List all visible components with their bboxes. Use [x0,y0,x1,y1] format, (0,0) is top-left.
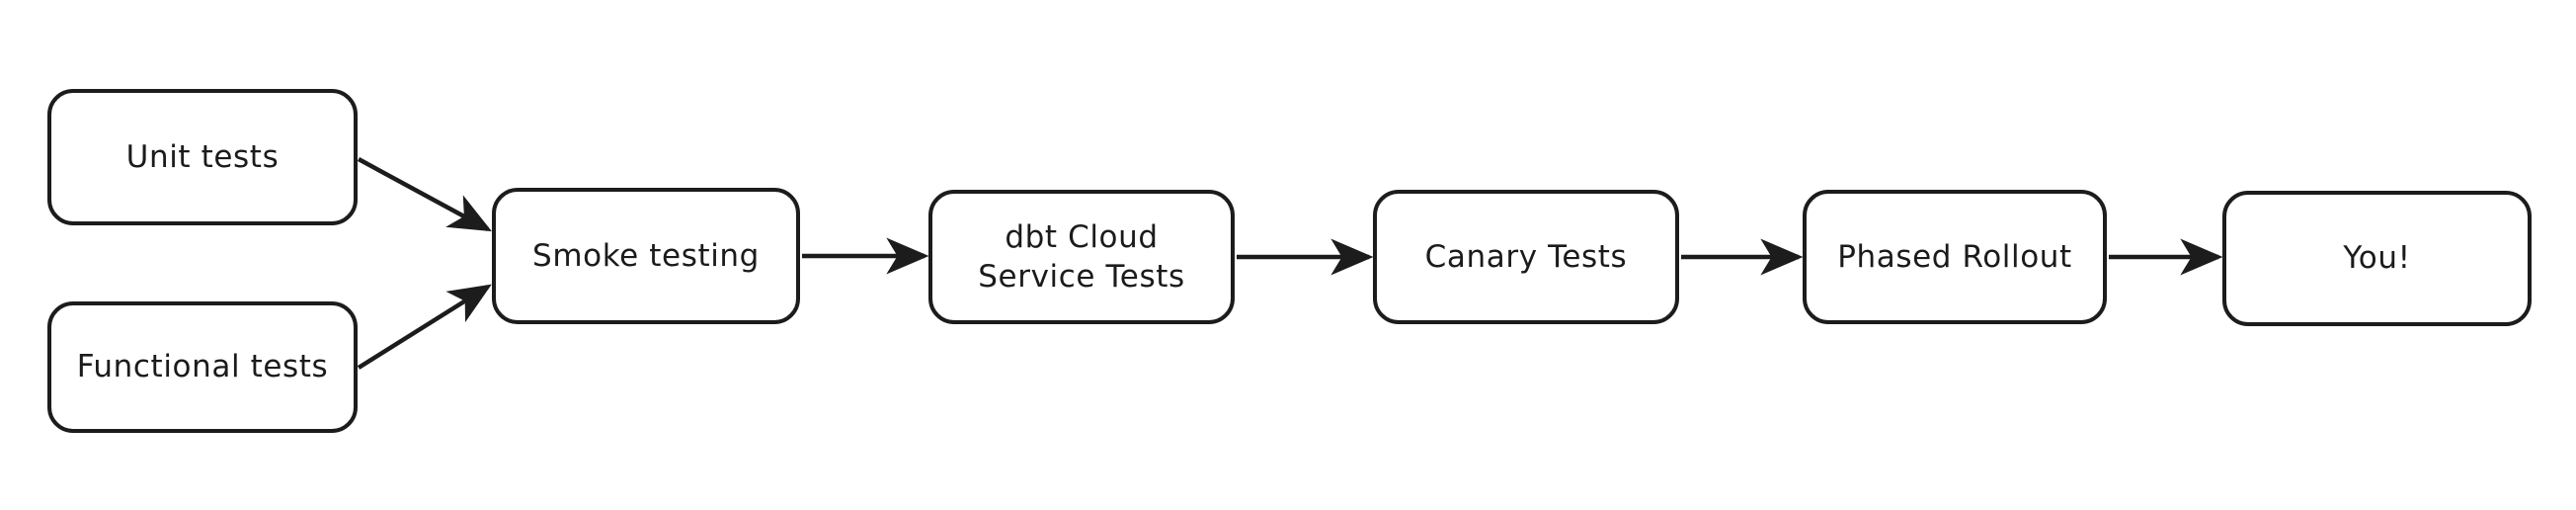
node-dbt-cloud-service-tests-label: dbt Cloud Service Tests [978,218,1185,295]
node-phased-rollout[interactable]: Phased Rollout [1803,190,2107,324]
edge-unit-tests-to-smoke-testing [357,157,492,232]
edge-functional-tests-to-smoke-testing [357,284,492,370]
node-you-label: You! [2343,240,2411,277]
node-functional-tests[interactable]: Functional tests [47,301,358,433]
node-you[interactable]: You! [2222,191,2532,326]
node-dbt-cloud-service-tests[interactable]: dbt Cloud Service Tests [928,190,1235,324]
node-canary-tests-label: Canary Tests [1424,238,1628,275]
node-unit-tests[interactable]: Unit tests [47,89,358,225]
node-unit-tests-label: Unit tests [125,138,280,175]
node-canary-tests[interactable]: Canary Tests [1373,190,1679,324]
node-smoke-testing[interactable]: Smoke testing [492,188,800,324]
node-smoke-testing-label: Smoke testing [532,237,760,274]
node-phased-rollout-label: Phased Rollout [1837,238,2072,275]
node-functional-tests-label: Functional tests [76,349,329,385]
